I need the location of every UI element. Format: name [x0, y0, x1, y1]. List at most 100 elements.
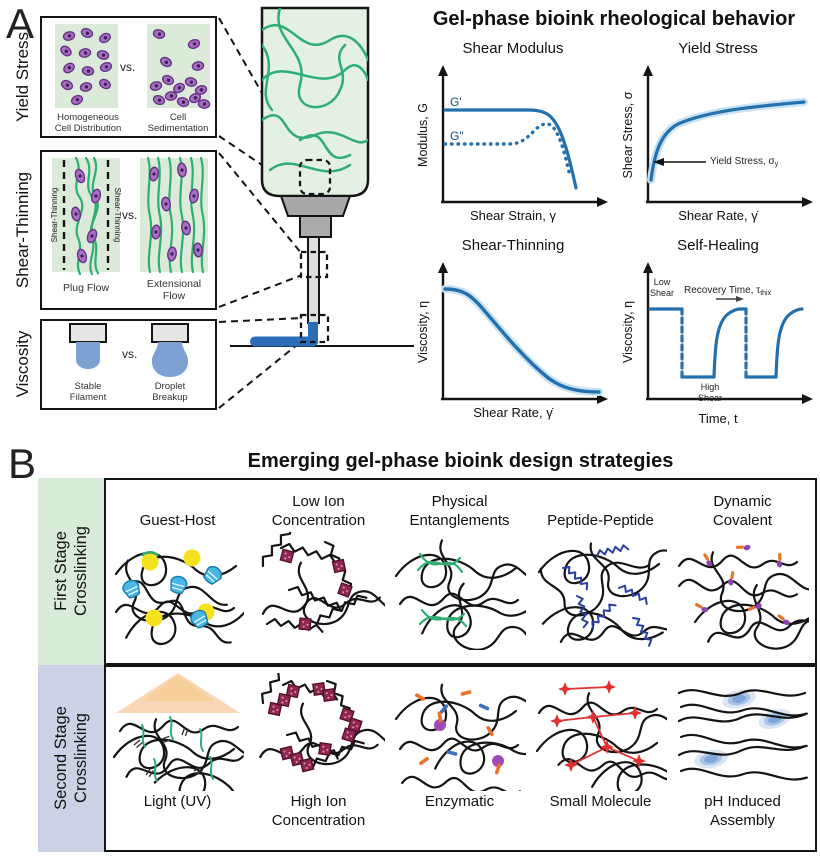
guest-host-diagram — [114, 549, 244, 650]
ph-induced-diagram — [677, 686, 808, 782]
dynamic-covalent-column: Dynamic Covalent — [672, 482, 813, 650]
extruded-ink — [250, 322, 318, 347]
pendant-groups — [140, 716, 214, 782]
syringe-collar — [279, 195, 352, 217]
shear-modulus-axes — [438, 65, 608, 207]
second-stage-label: Second Stage Crosslinking — [52, 706, 90, 810]
shear-thinning-axes — [438, 262, 608, 404]
panel-b-letter: B — [8, 440, 37, 487]
stable-filament-shape — [76, 342, 100, 369]
plug-flow-caption: Plug Flow — [62, 282, 110, 294]
viscosity-diagram — [69, 323, 189, 377]
extensional-flow-caption: Extensional Flow — [146, 278, 202, 302]
peptide-peptide-column: Peptide-Peptide — [530, 482, 671, 650]
dynamic-covalent-diagram — [677, 541, 809, 650]
high-ion-label: High Ion Concentration — [271, 793, 366, 829]
physical-entanglements-diagram — [394, 539, 526, 650]
light-uv-column: Light (UV) — [107, 671, 248, 811]
yield-vs-label: vs. — [120, 60, 136, 74]
shear-modulus-plot: Shear Modulus G' G" Modulus, G Shear Str… — [413, 40, 613, 234]
small-molecule-column: Small Molecule — [530, 671, 671, 811]
recovery-time-sub: thix — [760, 290, 772, 297]
first-stage-row: Guest-Host Low Ion Concentration — [104, 478, 817, 665]
shear-thinning-plot: Shear-Thinning Viscosity, η Shear Rate, … — [413, 237, 613, 431]
light-uv-diagram — [112, 673, 244, 791]
shear-band-label-right: Shear-Thinning — [113, 188, 122, 243]
small-molecule-diagram — [535, 680, 667, 791]
guest-host-column: Guest-Host — [107, 482, 248, 650]
self-healing-title: Self-Healing — [677, 237, 759, 254]
physical-entanglements-header: Physical Entanglements — [409, 493, 510, 529]
substrate-bars — [413, 689, 494, 766]
shear-thinning-side-label: Shear-Thinning — [13, 171, 32, 289]
barrel-polymer-network — [262, 8, 368, 173]
panel-a-letter: A — [6, 0, 35, 47]
low-ion-header: Low Ion Concentration — [271, 493, 366, 529]
ph-induced-column: pH Induced Assembly — [672, 671, 813, 830]
high-ion-column: High Ion Concentration — [248, 671, 389, 830]
shear-thinning-xlabel: Shear Rate, γ̇ — [473, 405, 553, 420]
syringe-barrel — [260, 6, 370, 198]
guest-host-header: Guest-Host — [139, 512, 216, 529]
light-uv-label: Light (UV) — [143, 793, 212, 810]
self-healing-plot: Self-Healing Low Shear High Shear Recove… — [618, 237, 818, 431]
shear-thinning-panel: Shear-Thinning Shear-Thinning vs. Plug F… — [40, 150, 217, 310]
dynamic-covalent-header: Dynamic Covalent — [712, 493, 773, 529]
sedimentation-caption: Cell Sedimentation — [147, 112, 209, 134]
yield-stress-xlabel: Shear Rate, γ̇ — [678, 208, 758, 223]
stable-filament-caption: Stable Filament — [69, 381, 107, 403]
shear-thinning-ylabel: Viscosity, η — [416, 300, 430, 364]
yield-stress-annotation-sub: y — [774, 161, 779, 168]
low-ion-diagram — [256, 532, 385, 638]
shear-thinning-title: Shear-Thinning — [461, 237, 565, 254]
high-shear-label: High Shear — [698, 382, 723, 403]
yield-stress-annotation: Yield Stress, σy — [710, 156, 778, 168]
yield-stress-diagram — [55, 24, 211, 110]
self-healing-xlabel: Time, t — [698, 411, 738, 426]
small-molecule-label: Small Molecule — [549, 793, 652, 810]
syringe-illustration — [218, 6, 414, 409]
self-healing-curve — [648, 307, 804, 379]
high-ion-diagram — [256, 673, 385, 776]
nozzle-right — [151, 323, 189, 343]
assembly-blobs — [692, 686, 794, 771]
enzymatic-label: Enzymatic — [424, 793, 495, 810]
homogeneous-caption: Homogeneous Cell Distribution — [54, 112, 122, 134]
viscosity-vs-label: vs. — [122, 347, 138, 361]
droplet-breakup-shape — [151, 342, 189, 377]
g-prime-label: G' — [450, 95, 462, 109]
g-double-prime-label: G" — [450, 129, 464, 143]
viscosity-panel: vs. Stable Filament Droplet Breakup — [40, 319, 217, 410]
shear-vs-label: vs. — [122, 208, 138, 222]
low-ion-column: Low Ion Concentration — [248, 482, 389, 650]
first-stage-block — [38, 478, 104, 665]
yield-stress-panel: vs. Homogeneous Cell Distribution Cell S… — [40, 16, 217, 138]
shear-modulus-title: Shear Modulus — [462, 40, 564, 57]
peptide-peptide-diagram — [537, 532, 667, 650]
shear-thinning-curve — [443, 287, 601, 394]
shear-thinning-diagram: Shear-Thinning Shear-Thinning — [50, 156, 208, 276]
low-shear-label: Low Shear — [650, 277, 675, 298]
recovery-time-text: Recovery Time, τ — [684, 285, 761, 296]
yield-stress-side-label: Yield Stress — [13, 31, 32, 123]
yield-stress-annotation-text: Yield Stress, σ — [710, 156, 775, 167]
crosslinker-bonds — [556, 686, 639, 766]
dynamic-bond-pairs — [693, 541, 792, 626]
second-stage-block — [38, 665, 104, 852]
host-arc — [140, 551, 159, 557]
yield-stress-title: Yield Stress — [678, 40, 758, 57]
self-healing-axes — [643, 262, 813, 404]
second-stage-row: Light (UV) High Ion Concentration — [104, 665, 817, 852]
enzymatic-column: Enzymatic — [389, 671, 530, 811]
ph-induced-label: pH Induced Assembly — [704, 793, 781, 829]
entanglement-points — [416, 552, 467, 628]
yield-stress-plot: Yield Stress Yield Stress, σy Shear Stre… — [618, 40, 818, 234]
shear-band-label-left: Shear-Thinning — [50, 188, 59, 243]
physical-entanglements-column: Physical Entanglements — [389, 482, 530, 650]
viscosity-side-label: Viscosity — [13, 330, 32, 398]
shear-modulus-ylabel: Modulus, G — [416, 103, 430, 167]
uv-light-cone-inner — [141, 675, 214, 701]
peptide-peptide-header: Peptide-Peptide — [547, 512, 654, 529]
syringe-hub — [299, 215, 332, 238]
